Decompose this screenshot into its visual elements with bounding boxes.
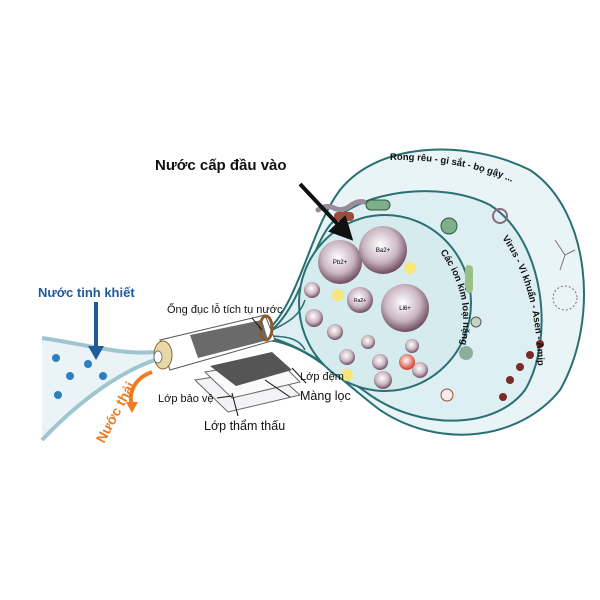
input-water-label: Nước cấp đầu vào <box>155 157 287 174</box>
ro-membrane-cartridge <box>153 314 302 413</box>
input-arrow-icon <box>298 182 354 241</box>
ion-li-label: Li6+ <box>399 306 411 312</box>
water-drop-icons <box>52 354 107 399</box>
heavy-metal-ions: Pb2+ Ba2+ Li6+ Ra2+ <box>304 226 429 389</box>
microorganism-icons <box>315 199 578 402</box>
protective-layer-label: Lớp bảo vệ <box>158 393 214 405</box>
ion-ra-label: Ra2+ <box>354 298 366 304</box>
ion-ba-label: Ba2+ <box>376 248 391 254</box>
membrane-label: Màng lọc <box>300 389 351 403</box>
pure-water-cone <box>40 336 156 442</box>
spacer-layer-label: Lớp đệm <box>300 371 344 383</box>
pure-water-label: Nước tinh khiết <box>38 285 135 300</box>
permeate-layer-label: Lớp thẩm thấu <box>204 419 285 433</box>
ion-pb-label: Pb2+ <box>333 260 348 266</box>
perforated-tube-label: Ống đục lỗ tích tụ nước <box>167 302 283 316</box>
